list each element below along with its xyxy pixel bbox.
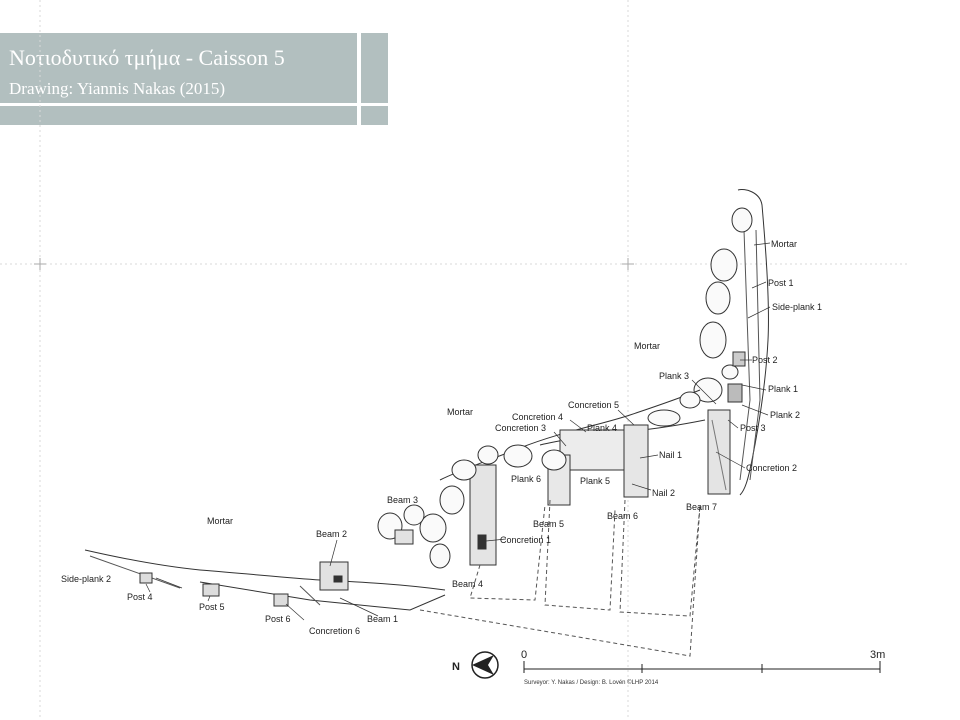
label-concretion-6: Concretion 6 xyxy=(309,626,360,636)
label-mortar-center: Mortar xyxy=(447,407,473,417)
title-strip xyxy=(0,106,357,125)
north-label: N xyxy=(452,661,460,673)
drawing-credit: Drawing: Yiannis Nakas (2015) xyxy=(9,79,226,98)
label-post-6: Post 6 xyxy=(265,614,291,624)
label-concretion-4: Concretion 4 xyxy=(512,412,563,422)
label-mortar-upper-right: Mortar xyxy=(771,239,797,249)
label-beam-7: Beam 7 xyxy=(686,502,717,512)
label-mortar-mid: Mortar xyxy=(634,341,660,351)
label-plank-2: Plank 2 xyxy=(770,410,800,420)
label-beam-3: Beam 3 xyxy=(387,495,418,505)
label-post-3: Post 3 xyxy=(740,423,766,433)
label-beam-2: Beam 2 xyxy=(316,529,347,539)
title-strip-side xyxy=(361,106,388,125)
scale-start-label: 0 xyxy=(521,649,527,661)
label-plank-5: Plank 5 xyxy=(580,476,610,486)
scale-end-label: 3m xyxy=(870,649,885,661)
label-post-2: Post 2 xyxy=(752,355,778,365)
label-nail-2: Nail 2 xyxy=(652,488,675,498)
label-mortar-left: Mortar xyxy=(207,516,233,526)
scale-bar xyxy=(523,661,881,673)
left-section xyxy=(84,529,446,611)
label-nail-1: Nail 1 xyxy=(659,450,682,460)
label-beam-1: Beam 1 xyxy=(367,614,398,624)
label-plank-4: Plank 4 xyxy=(587,423,617,433)
label-plank-3: Plank 3 xyxy=(659,371,689,381)
grid-crosses xyxy=(34,258,634,270)
label-concretion-2: Concretion 2 xyxy=(746,463,797,473)
middle-wall xyxy=(377,389,706,569)
right-wall xyxy=(693,189,769,496)
label-post-1: Post 1 xyxy=(768,278,794,288)
north-arrow-icon xyxy=(471,651,499,679)
label-beam-4: Beam 4 xyxy=(452,579,483,589)
dashed-extents xyxy=(419,499,701,657)
label-concretion-5: Concretion 5 xyxy=(568,400,619,410)
label-side-plank-2: Side-plank 2 xyxy=(61,574,111,584)
survey-credit: Surveyor: Y. Nakas / Design: B. Lovén ©L… xyxy=(524,679,659,686)
leader-lines xyxy=(145,242,771,621)
label-plank-6: Plank 6 xyxy=(511,474,541,484)
grid-lines xyxy=(0,0,910,720)
title-panel xyxy=(0,33,357,103)
label-side-plank-1: Side-plank 1 xyxy=(772,302,822,312)
label-beam-6: Beam 6 xyxy=(607,511,638,521)
label-post-4: Post 4 xyxy=(127,592,153,602)
label-concretion-1: Concretion 1 xyxy=(500,535,551,545)
slide-title: Νοτιοδυτικό τμήμα - Caisson 5 xyxy=(9,45,285,70)
label-plank-1: Plank 1 xyxy=(768,384,798,394)
title-panel-side xyxy=(361,33,388,103)
label-post-5: Post 5 xyxy=(199,602,225,612)
label-concretion-3: Concretion 3 xyxy=(495,423,546,433)
label-beam-5: Beam 5 xyxy=(533,519,564,529)
